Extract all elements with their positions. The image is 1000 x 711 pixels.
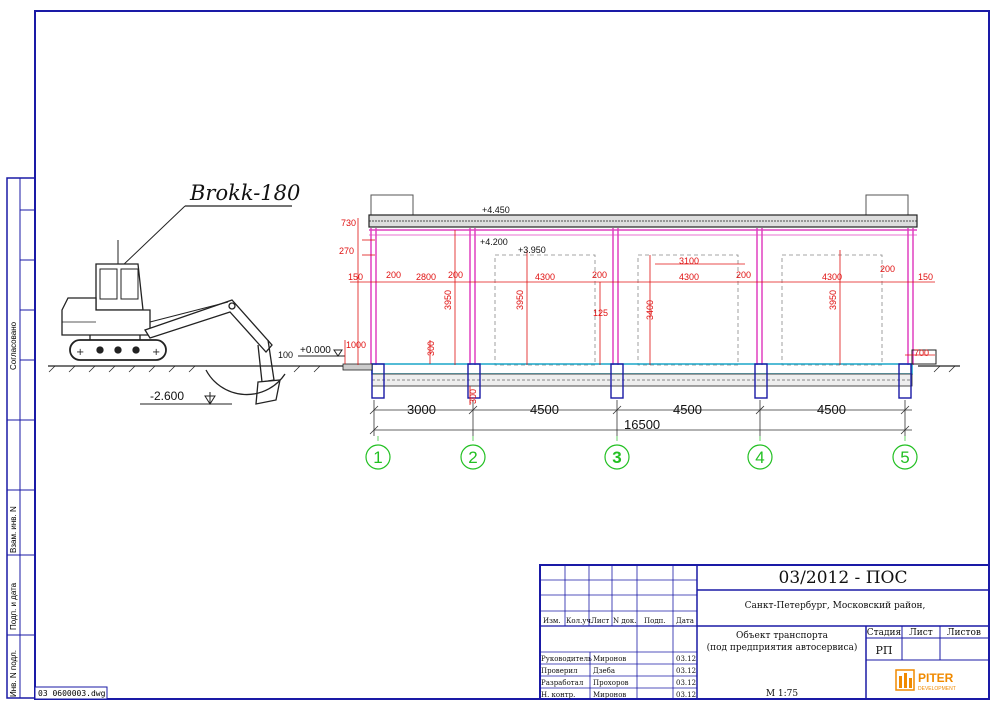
- sheet-header: Лист: [909, 628, 933, 638]
- dim-200-b: 200: [448, 270, 463, 280]
- dim-200-a: 200: [386, 270, 401, 280]
- level-beam: +4.200: [480, 237, 508, 247]
- dim-270: 270: [339, 246, 354, 256]
- level-roof: +4.450: [482, 205, 510, 215]
- file-label: 03 0600003.dwg: [38, 689, 106, 698]
- object-line-2: (под предприятия автосервиса): [707, 642, 858, 653]
- scale-text: М 1:75: [766, 689, 799, 699]
- dim-3950-a: 3950: [443, 290, 453, 310]
- dim-150-right: 150: [918, 272, 933, 282]
- stamp-sign-date: Подп. и дата: [9, 582, 18, 630]
- col-podp: Подп.: [644, 617, 666, 625]
- machine-label: Brokk-180: [189, 181, 300, 205]
- dim-3100: 3100: [679, 256, 699, 266]
- stage-value: РП: [876, 644, 893, 657]
- span-4: 4500: [817, 402, 846, 417]
- dim-300-a: 300: [426, 341, 436, 356]
- logo-sub: DEVELOPMENT: [918, 686, 956, 692]
- sheets-header: Листов: [947, 628, 981, 638]
- axis-bubble-3: [604, 444, 630, 470]
- sig-name-3: Прохоров: [593, 679, 629, 687]
- dim-200-d: 200: [736, 270, 751, 280]
- sig-date-1: 03.12: [676, 655, 696, 663]
- dim-150-left: 150: [348, 272, 363, 282]
- sig-date-2: 03.12: [676, 667, 696, 675]
- axis-label-2: 2: [468, 448, 477, 467]
- axis-label-3: 3: [612, 448, 621, 467]
- span-2: 4500: [530, 402, 559, 417]
- axis-label-4: 4: [755, 448, 764, 467]
- dim-row-4: 4300: [822, 272, 842, 282]
- sig-date-3: 03.12: [676, 679, 696, 687]
- dim-3400: 3400: [645, 300, 655, 320]
- sig-role-1: Руководитель: [541, 655, 592, 663]
- level-ground: +0.000: [300, 345, 331, 356]
- title-block: [539, 564, 990, 700]
- col-list: Лист: [591, 617, 609, 625]
- axis-label-1: 1: [373, 448, 382, 467]
- axis-bubble-1: [365, 444, 391, 470]
- dim-3950-b: 3950: [515, 290, 525, 310]
- dim-1000: 1000: [346, 340, 366, 350]
- level-inner: +3.950: [518, 245, 546, 255]
- stamp-inv-orig: Инв. N подл.: [9, 650, 18, 697]
- dim-200-e: 200: [880, 264, 895, 274]
- sig-role-4: Н. контр.: [541, 691, 575, 699]
- span-1: 3000: [407, 402, 436, 417]
- span-3: 4500: [673, 402, 702, 417]
- location-text: Санкт-Петербург, Московский район,: [745, 600, 926, 611]
- level-pit: -2.600: [150, 389, 184, 403]
- left-stamp-frame: [6, 177, 36, 699]
- sig-name-4: Миронов: [593, 691, 626, 699]
- axis-bubble-5: [892, 444, 918, 470]
- dim-730: 730: [341, 218, 356, 228]
- svg-text:+: +: [152, 347, 160, 358]
- col-izm: Изм.: [543, 617, 561, 625]
- ground-hatch: [48, 365, 956, 373]
- col-koluch: Кол.уч.: [566, 617, 593, 625]
- dim-row-2: 4300: [535, 272, 555, 282]
- excavator-brokk: + +: [61, 205, 292, 405]
- span-overall: 16500: [624, 417, 660, 432]
- dim-125: 125: [593, 308, 608, 318]
- stamp-agreed: Согласовано: [9, 321, 18, 370]
- building-section: [342, 194, 937, 399]
- col-data: Дата: [676, 617, 694, 625]
- sheet-frame: [34, 10, 990, 700]
- sig-role-3: Разработал: [541, 679, 584, 687]
- dim-300-b: 300: [468, 389, 478, 404]
- dim-100: 100: [278, 350, 293, 360]
- col-ndoc: N док.: [613, 617, 636, 625]
- sig-name-2: Дзеба: [593, 667, 615, 675]
- dim-700: 700: [914, 348, 929, 358]
- object-line-1: Объект транспорта: [736, 630, 829, 641]
- stamp-inv-replace: Взам. инв. N: [9, 506, 18, 553]
- sig-name-1: Миронов: [593, 655, 626, 663]
- dim-row-3: 4300: [679, 272, 699, 282]
- dim-200-c: 200: [592, 270, 607, 280]
- axis-label-5: 5: [900, 448, 909, 467]
- logo-main: PITER: [918, 671, 954, 685]
- sig-date-4: 03.12: [676, 691, 696, 699]
- dim-row-1: 2800: [416, 272, 436, 282]
- dig-arc: [205, 369, 286, 396]
- svg-text:+: +: [76, 347, 84, 358]
- sig-role-2: Проверил: [541, 667, 578, 675]
- dim-lines: [344, 218, 935, 405]
- doc-code: 03/2012 - ПОС: [779, 568, 908, 588]
- axis-bubble-2: [460, 444, 486, 470]
- axis-bubble-4: [747, 444, 773, 470]
- piter-logo: PITER DEVELOPMENT: [895, 669, 956, 692]
- dim-3950-c: 3950: [828, 290, 838, 310]
- stage-header: Стадия: [867, 628, 902, 638]
- bottom-dim-lines: [369, 400, 912, 436]
